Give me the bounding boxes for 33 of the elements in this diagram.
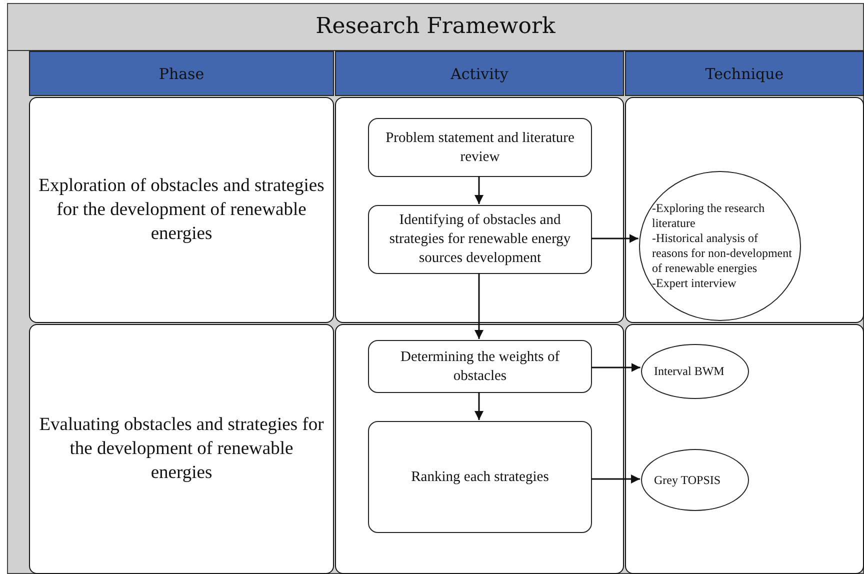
node-text: Technique [705, 64, 784, 82]
node-text: Interval BWM [654, 364, 724, 379]
process-box [368, 118, 592, 177]
node-text: -Exploring the research literature [652, 201, 766, 231]
phase-cell [29, 324, 334, 574]
arrow [474, 392, 484, 420]
process-box [368, 421, 592, 533]
arrow [591, 474, 640, 484]
node-text: Ranking each strategies [411, 468, 549, 486]
phase-cell [29, 97, 334, 323]
node-text: Evaluating obstacles and strategies for the development of renewable energies [38, 414, 325, 486]
arrow [474, 176, 484, 204]
node-text: Identifying of obstacles and strategies for renewable energy sources development [388, 211, 572, 268]
node-text: -Historical analysis of reasons for non-development of renewable energies [652, 231, 793, 276]
column-header [335, 51, 624, 96]
node-text: Problem statement and literature review [384, 128, 576, 166]
node-text: Exploration of obstacles and strategies for the development of renewable energies [38, 174, 325, 246]
arrow [474, 273, 484, 339]
node-text: -Expert interview [652, 276, 736, 291]
table-cell [625, 324, 864, 574]
process-box [368, 205, 592, 274]
table-cell [625, 97, 864, 323]
arrow [591, 363, 640, 372]
process-box [368, 340, 592, 393]
node-text: Grey TOPSIS [654, 472, 721, 488]
column-header [625, 51, 864, 96]
column-header [29, 51, 334, 96]
table-cell [335, 97, 624, 323]
node-text: Determining the weights of obstacles [399, 348, 561, 386]
table-cell [335, 324, 624, 574]
node-text: Activity [450, 64, 508, 82]
node-text: Phase [158, 64, 204, 82]
arrow [591, 234, 638, 243]
